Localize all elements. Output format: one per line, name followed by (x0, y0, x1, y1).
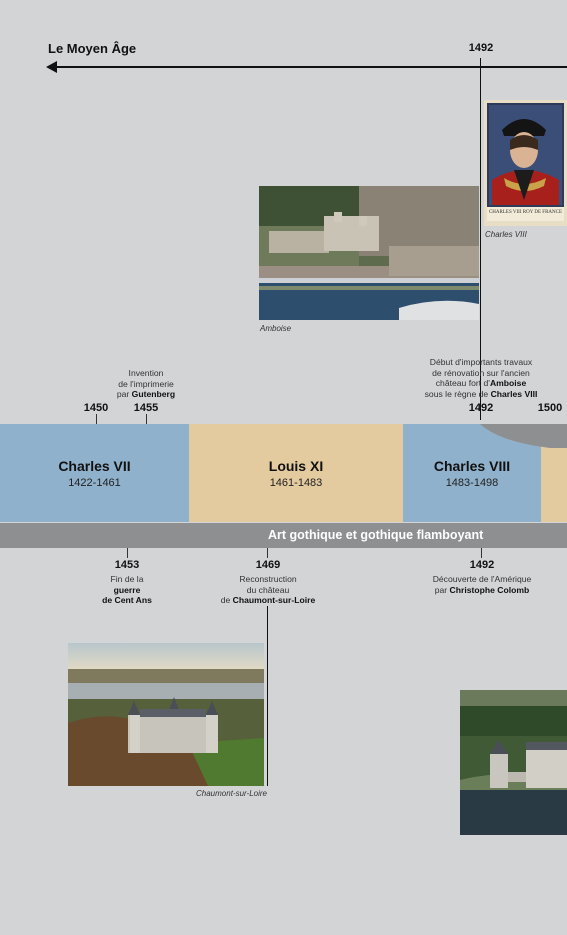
note-gutenberg: Invention de l'imprimerie par Gutenberg (116, 368, 176, 400)
renaissance-curve (480, 424, 567, 448)
year-1450: 1450 (83, 402, 109, 414)
tick-1453 (127, 548, 128, 558)
chenonceau-photo (460, 690, 567, 835)
tick-1450 (96, 414, 97, 424)
charles-viii-portrait: CHARLES VIII ROY DE FRANCE (484, 100, 567, 226)
art-period-band (0, 523, 567, 548)
note-cent-ans: Fin de la guerre de Cent Ans (102, 574, 152, 606)
reign-charles-vii: Charles VII 1422-1461 (0, 424, 189, 522)
chaumont-photo (68, 643, 264, 786)
year-1492-lower: 1492 (469, 559, 495, 571)
connector-1469 (267, 606, 268, 786)
portrait-inscription: CHARLES VIII ROY DE FRANCE (488, 210, 563, 215)
era-title: Le Moyen Âge (48, 41, 137, 56)
note-amboise-works: Début d'importants travaux de rénovation… (424, 357, 538, 399)
year-1455: 1455 (133, 402, 159, 414)
tick-1492-lower (481, 548, 482, 558)
year-1453: 1453 (114, 559, 140, 571)
era-arrow-line (56, 66, 567, 68)
year-1492-top: 1492 (468, 42, 494, 54)
connector-1492-top (480, 58, 481, 420)
amboise-photo (259, 186, 479, 320)
tick-1469 (267, 548, 268, 558)
note-chaumont: Reconstruction du château de Chaumont-su… (220, 574, 316, 606)
year-1492-upper: 1492 (468, 402, 494, 414)
caption-amboise: Amboise (260, 324, 292, 333)
art-period-label: Art gothique et gothique flamboyant (268, 528, 484, 542)
caption-chaumont: Chaumont-sur-Loire (196, 789, 267, 798)
arrow-left-icon (46, 61, 57, 73)
reign-charles-viii: Charles VIII 1483-1498 (403, 424, 541, 522)
tick-1455 (146, 414, 147, 424)
reign-louis-xi: Louis XI 1461-1483 (189, 424, 403, 522)
caption-charles-viii: Charles VIII (485, 230, 527, 239)
year-1469: 1469 (255, 559, 281, 571)
year-1500: 1500 (537, 402, 563, 414)
note-amerique: Découverte de l'Amérique par Christophe … (432, 574, 532, 595)
